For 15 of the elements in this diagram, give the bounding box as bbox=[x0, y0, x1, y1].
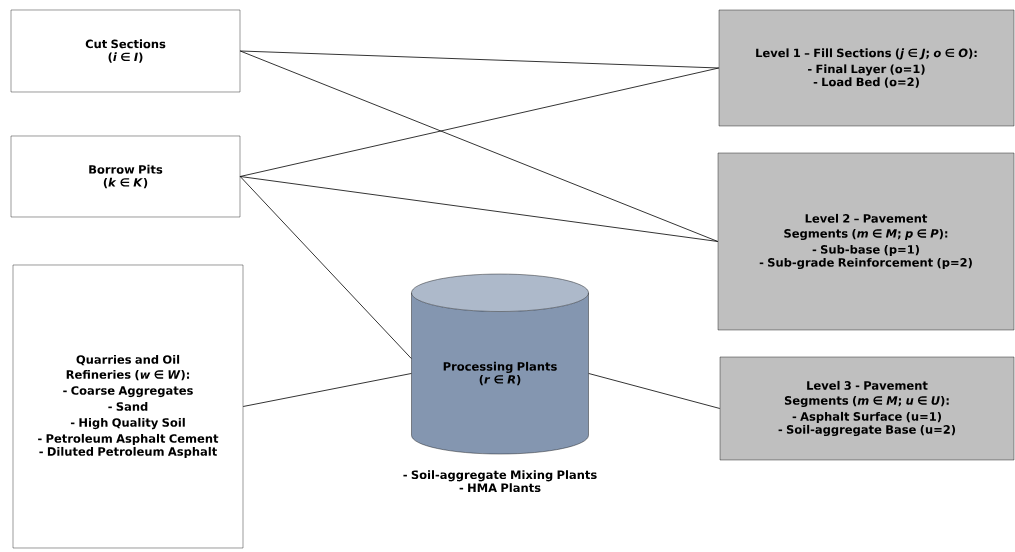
connector-line bbox=[239, 176, 412, 359]
level-box: Level 1 – Fill Sections (j ∈ J; o ∈ O): - Final Layer (o=1) - Load Bed (o=2) bbox=[718, 9, 1015, 127]
level-box: Level 3 - Pavement Segments (m ∈ M; u ∈ U): - Asphalt Surface (u=1) - Soil-aggregate Base (u=2) bbox=[719, 356, 1015, 461]
source-box: Cut Sections (i ∈ I) bbox=[10, 9, 241, 93]
connector-line bbox=[239, 50, 719, 242]
connector-line bbox=[239, 67, 720, 177]
source-box: Quarries and Oil Refineries (w ∈ W): - Coarse Aggregates - Sand - High Quality Soil - Petroleum Asphalt Cement - Diluted Petroleum Asphalt bbox=[12, 264, 244, 549]
source-box: Borrow Pits (k ∈ K) bbox=[10, 135, 241, 218]
connector-line bbox=[239, 176, 719, 242]
plant-cylinder: Processing Plants (r ∈ R) bbox=[411, 273, 589, 455]
caption-text: - Soil-aggregate Mixing Plants - HMA Plants bbox=[403, 470, 597, 493]
level-box: Level 2 – Pavement Segments (m ∈ M; p ∈ P): - Sub-base (p=1) - Sub-grade Reinforcement (p=2) bbox=[717, 152, 1015, 331]
connector-line bbox=[239, 50, 720, 69]
connector-line bbox=[242, 373, 412, 407]
connector-line bbox=[588, 373, 721, 409]
